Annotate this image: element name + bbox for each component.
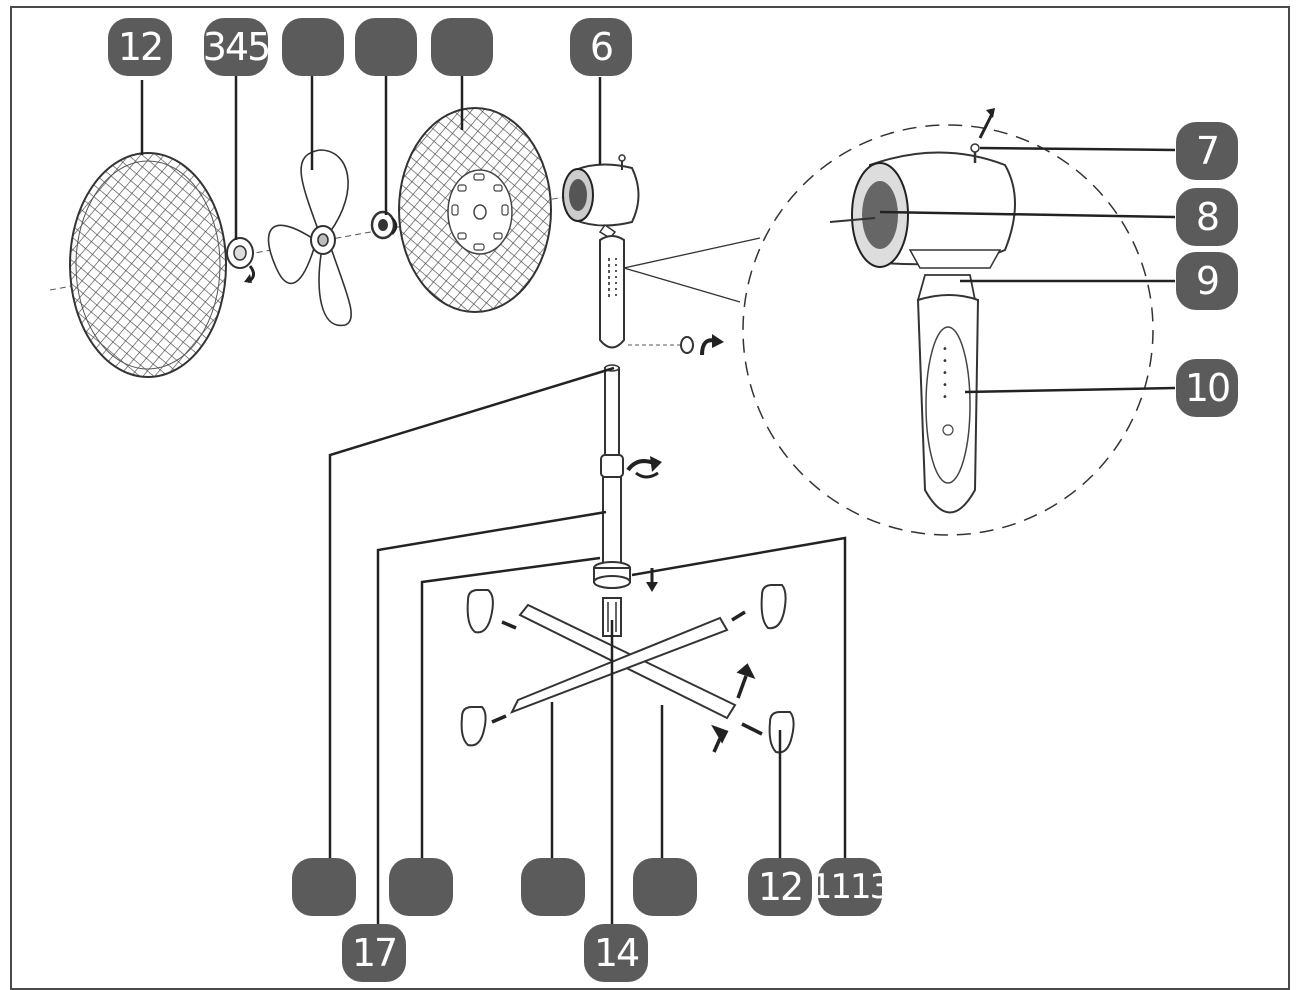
motor-housing	[562, 154, 640, 239]
cross-base	[509, 603, 737, 720]
zoom-pointer-line-top	[623, 237, 761, 269]
mounting-screw	[628, 334, 724, 356]
control-mark: •	[942, 380, 948, 391]
callout-blank-3	[431, 18, 493, 76]
upper-pole	[604, 364, 620, 469]
control-mark: •	[942, 356, 948, 367]
callout-6: 6	[570, 18, 632, 76]
spinner-nut	[226, 237, 255, 284]
control-panel-marks: • • • • •	[942, 344, 948, 403]
lower-pole	[602, 476, 622, 573]
callout-blank-5	[389, 858, 453, 916]
callout-1-2: 12	[108, 18, 172, 76]
callout-blank-7	[633, 858, 697, 916]
callout-11-13: 1113	[818, 858, 882, 916]
base-feet	[460, 584, 795, 754]
blade-nut	[370, 210, 398, 240]
pole-base-ring	[593, 561, 658, 592]
callout-17: 17	[342, 924, 406, 982]
callout-blank-4	[292, 858, 356, 916]
callout-blank-6	[521, 858, 585, 916]
control-mark: •	[942, 392, 948, 403]
height-adjust-collar	[600, 454, 662, 479]
control-mark: •	[942, 368, 948, 379]
rear-grille	[398, 107, 552, 313]
callout-10: 10	[1176, 359, 1238, 417]
fan-blade	[267, 149, 353, 327]
motor-housing-detail	[829, 108, 1016, 269]
control-mark: •	[942, 344, 948, 355]
callout-8: 8	[1176, 188, 1238, 246]
front-grille	[69, 152, 227, 378]
zoom-detail-circle	[742, 124, 1154, 536]
control-body	[599, 235, 625, 349]
callout-3-4-5: 345	[204, 18, 268, 76]
callout-blank-1	[282, 18, 344, 76]
callout-blank-2	[355, 18, 417, 76]
leader-lines	[140, 75, 1176, 930]
callout-12: 12	[748, 858, 812, 916]
callout-9: 9	[1176, 252, 1238, 310]
callout-14: 14	[584, 924, 648, 982]
control-body-detail	[916, 274, 980, 514]
assembly-arrows	[491, 610, 763, 753]
diagram-frame	[10, 6, 1290, 990]
base-connector	[602, 597, 622, 637]
zoom-pointer-line-bottom	[623, 267, 741, 303]
callout-7: 7	[1176, 122, 1238, 180]
